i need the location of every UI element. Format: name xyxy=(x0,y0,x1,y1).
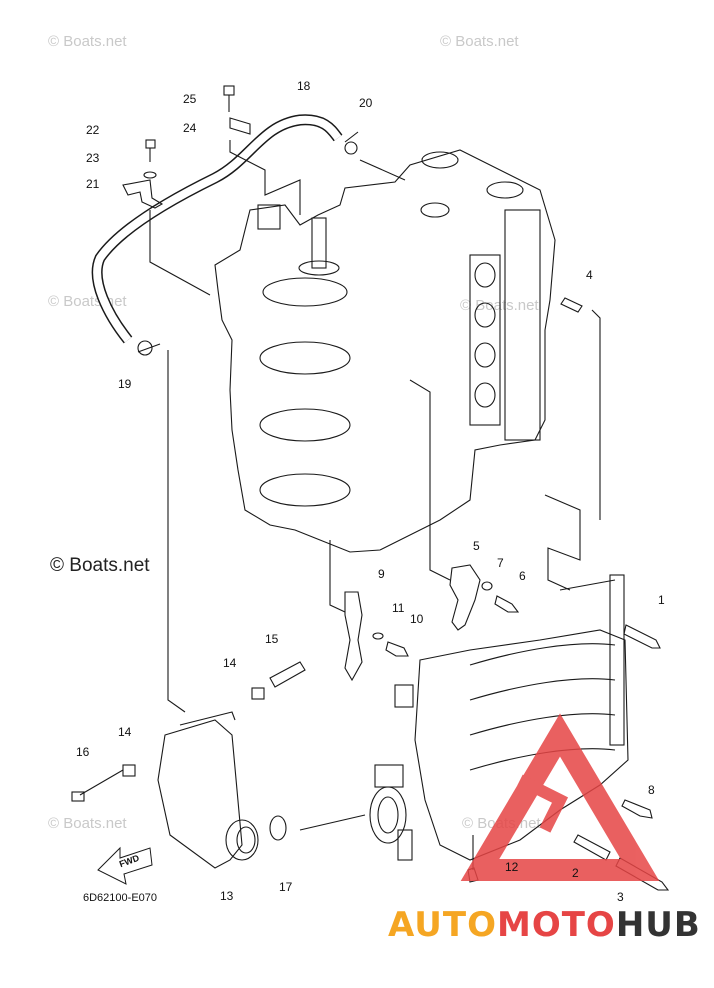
drawing-code: 6D62100-E070 xyxy=(83,892,158,904)
callout-15: 15 xyxy=(265,632,279,646)
callout-23: 23 xyxy=(86,151,100,165)
watermark-large: © Boats.net xyxy=(50,555,150,576)
watermark: © Boats.net xyxy=(48,815,127,832)
brand-logo xyxy=(460,713,660,881)
callout-21: 21 xyxy=(86,177,100,191)
callout-2: 2 xyxy=(572,866,579,880)
callout-11: 11 xyxy=(392,601,405,615)
callout-8: 8 xyxy=(648,783,655,797)
callout-17: 17 xyxy=(279,880,293,894)
brand-part-hub: HUB xyxy=(615,905,701,945)
bracket xyxy=(344,591,363,682)
callout-13: 13 xyxy=(220,889,234,903)
callout-3: 3 xyxy=(617,890,624,904)
callout-16: 16 xyxy=(76,745,90,759)
bracket xyxy=(449,564,481,631)
callout-25: 25 xyxy=(183,92,197,106)
callout-19: 19 xyxy=(118,377,132,391)
throttle-body xyxy=(369,786,407,844)
callout-7: 7 xyxy=(497,556,504,570)
watermark: © Boats.net xyxy=(48,33,127,50)
callout-1: 1 xyxy=(658,593,665,607)
callout-9: 9 xyxy=(378,567,385,581)
callout-10: 10 xyxy=(410,612,424,626)
callout-5: 5 xyxy=(473,539,480,553)
callout-24: 24 xyxy=(183,121,197,135)
callout-20: 20 xyxy=(359,96,373,110)
watermark: © Boats.net xyxy=(440,33,519,50)
brand-wordmark: AUTOMOTOHUB xyxy=(388,905,701,945)
callout-12: 12 xyxy=(505,860,519,874)
intake-silencer xyxy=(157,719,243,869)
fwd-arrow-icon xyxy=(97,846,153,885)
bracket xyxy=(122,179,164,209)
callout-14b: 14 xyxy=(118,725,132,739)
callout-22: 22 xyxy=(86,123,100,137)
callout-4: 4 xyxy=(586,268,593,282)
cylinder-block xyxy=(214,149,556,553)
brand-part-moto: MOTO xyxy=(496,905,616,945)
callout-6: 6 xyxy=(519,569,526,583)
intake-manifold xyxy=(414,629,629,861)
callout-14: 14 xyxy=(223,656,237,670)
callout-18: 18 xyxy=(297,79,311,93)
watermark: © Boats.net xyxy=(460,297,539,314)
brand-part-auto: AUTO xyxy=(388,905,497,945)
